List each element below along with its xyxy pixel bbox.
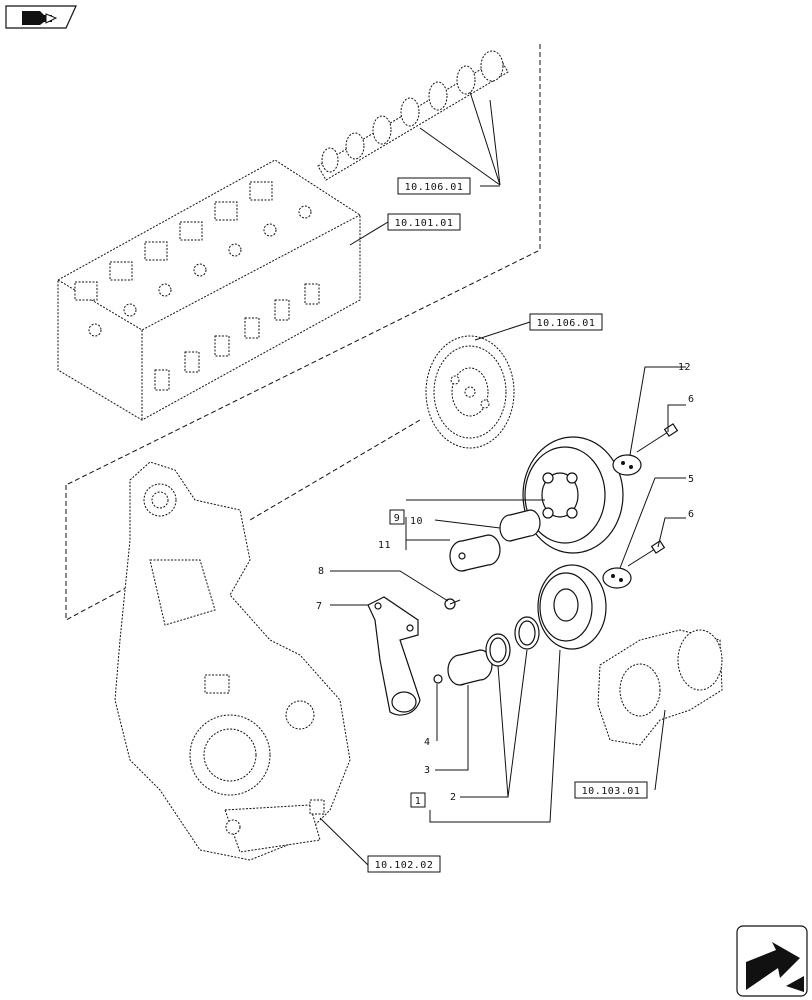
svg-text:9: 9 <box>394 513 401 524</box>
ref-flywheel-housing[interactable]: 10.102.02 <box>367 855 441 873</box>
callout-11: 11 <box>378 540 391 551</box>
svg-text:10.106.01: 10.106.01 <box>537 318 596 329</box>
callout-8: 8 <box>318 566 325 577</box>
ref-cam-gear[interactable]: 10.106.01 <box>529 313 603 331</box>
bushing-10 <box>499 509 541 542</box>
callout-1: 1 <box>410 792 426 808</box>
plate-12 <box>612 454 642 476</box>
nut-4 <box>433 674 443 684</box>
next-page-arrow-icon[interactable] <box>736 925 808 997</box>
hub-3 <box>447 649 493 686</box>
callout-6-lower: 6 <box>688 509 695 520</box>
svg-text:10.102.02: 10.102.02 <box>375 860 434 871</box>
bushing-2a <box>485 633 511 667</box>
callout-7: 7 <box>316 601 323 612</box>
callout-5: 5 <box>688 474 695 485</box>
idler-gear-lower <box>537 564 607 650</box>
callout-4: 4 <box>424 737 431 748</box>
bushing-2b <box>514 616 540 650</box>
camshaft-gear <box>425 335 515 449</box>
svg-text:10.106.01: 10.106.01 <box>405 182 464 193</box>
callout-3: 3 <box>424 765 431 776</box>
callout-10: 10 <box>410 516 423 527</box>
crankshaft <box>597 629 723 746</box>
ref-crankshaft[interactable]: 10.103.01 <box>574 781 648 799</box>
cylinder-head <box>57 159 361 421</box>
ref-cylinder-head[interactable]: 10.101.01 <box>387 213 461 231</box>
bracket-7 <box>367 596 421 716</box>
bolt-8 <box>444 598 461 610</box>
ref-camshaft[interactable]: 10.106.01 <box>397 177 471 195</box>
idler-gear-upper <box>522 436 624 554</box>
camshaft <box>317 50 509 181</box>
callout-9: 9 <box>389 509 405 525</box>
plate-5 <box>602 567 632 589</box>
callout-12: 12 <box>678 362 691 373</box>
callout-6-upper: 6 <box>688 394 695 405</box>
bolt-6-upper <box>636 423 679 453</box>
book-arrow-icon[interactable] <box>5 5 77 29</box>
callout-2: 2 <box>450 792 457 803</box>
hub-11 <box>449 534 501 572</box>
svg-text:10.103.01: 10.103.01 <box>582 786 641 797</box>
svg-text:1: 1 <box>415 796 422 807</box>
svg-text:10.101.01: 10.101.01 <box>395 218 454 229</box>
flywheel-housing <box>114 461 351 861</box>
